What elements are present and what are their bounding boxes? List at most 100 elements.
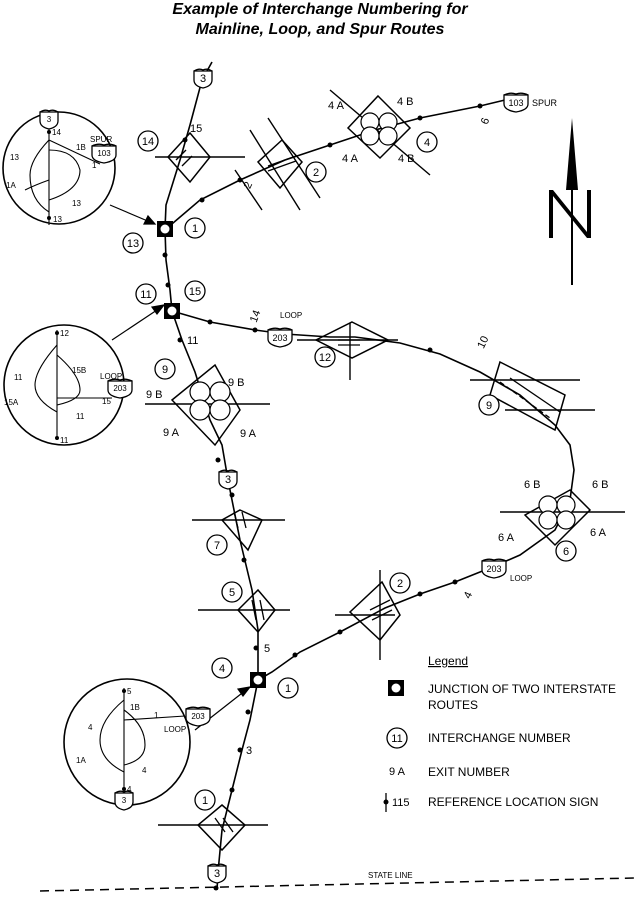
svg-text:13: 13 [10, 153, 19, 162]
inset-top: 3 SPUR 103 14 1B 13 1 1A 13 13 [2, 109, 117, 225]
svg-text:203: 203 [113, 384, 127, 393]
interchange-11-junction: 11 [140, 289, 151, 301]
loop-label-top: LOOP [280, 311, 302, 320]
loop-label-bottom: LOOP [510, 574, 532, 583]
interchange-14: 14 [142, 136, 154, 148]
svg-text:5: 5 [127, 687, 132, 696]
exit-4b-top: 4 B [397, 96, 414, 108]
spur-label: SPUR [532, 98, 558, 108]
mile-11: 11 [187, 335, 198, 347]
exit-4b-bottom: 4 B [398, 153, 415, 165]
shield-route-3-north: 3 [193, 68, 213, 89]
state-line-label: STATE LINE [368, 871, 413, 880]
interchange-number-labels: 14 2 4 1 13 11 15 12 9 9 7 5 2 6 4 1 1 [127, 136, 569, 807]
mile-15: 15 [190, 123, 202, 135]
svg-text:3: 3 [200, 73, 206, 85]
interchange-9-loop: 9 [486, 400, 492, 412]
svg-text:1: 1 [154, 711, 159, 720]
svg-text:203: 203 [486, 564, 501, 574]
exit-4a-bottom: 4 A [342, 153, 359, 165]
interchange-shapes [166, 94, 592, 852]
interchange-7: 7 [214, 540, 220, 552]
svg-text:LOOP: LOOP [100, 372, 122, 381]
interchange-2-loop: 2 [397, 578, 403, 590]
svg-text:115: 115 [392, 797, 410, 809]
mile-14: 14 [248, 309, 263, 325]
interchange-4-spur: 4 [424, 137, 430, 149]
svg-text:11: 11 [76, 412, 85, 421]
interchange-4-south: 4 [219, 663, 225, 675]
inset-middle: 203 LOOP 12 15B 11 15 15A 11 11 [3, 324, 133, 446]
reference-location-dots [162, 103, 483, 891]
legend: Legend JUNCTION OF TWO INTERSTATE ROUTES… [383, 654, 616, 812]
svg-text:15B: 15B [72, 366, 86, 375]
interchange-13: 13 [127, 238, 139, 250]
shield-route-3-south: 3 [207, 863, 227, 884]
legend-junction-text-2: ROUTES [428, 698, 478, 712]
svg-text:LOOP: LOOP [164, 725, 186, 734]
inset-pointers [109, 204, 252, 731]
north-arrow [549, 118, 591, 285]
exit-6b-left: 6 B [524, 479, 541, 491]
svg-text:15A: 15A [4, 398, 19, 407]
interchange-5: 5 [229, 587, 235, 599]
svg-text:13: 13 [72, 199, 81, 208]
svg-text:13: 13 [53, 215, 62, 224]
interchange-9-main: 9 [162, 364, 168, 376]
title-line-1: Example of Interchange Numbering for [172, 1, 468, 18]
exit-6b-right: 6 B [592, 479, 609, 491]
svg-text:1B: 1B [130, 703, 140, 712]
mile-5: 5 [264, 643, 270, 655]
svg-text:11: 11 [391, 733, 402, 745]
exit-9b-left: 9 B [146, 389, 163, 401]
mile-2: 2 [242, 180, 255, 191]
legend-interchange-text: INTERCHANGE NUMBER [428, 731, 571, 745]
mile-10: 10 [475, 334, 491, 350]
mile-6: 6 [479, 116, 492, 126]
svg-text:1B: 1B [76, 143, 86, 152]
interchange-12: 12 [319, 352, 331, 364]
title-line-2: Mainline, Loop, and Spur Routes [195, 21, 445, 38]
state-line [39, 877, 636, 892]
svg-text:4: 4 [127, 785, 132, 794]
svg-text:3: 3 [122, 796, 127, 805]
spur-route-103 [165, 99, 506, 230]
shield-route-103: 103 [503, 92, 529, 113]
svg-text:12: 12 [60, 329, 69, 338]
shield-route-3-mid: 3 [218, 469, 238, 490]
svg-text:11: 11 [60, 436, 69, 445]
interchange-number-circles [122, 130, 577, 811]
legend-ref-text: REFERENCE LOCATION SIGN [428, 795, 598, 809]
mile-4: 4 [462, 590, 475, 601]
svg-text:SPUR: SPUR [90, 135, 112, 144]
exit-9a-left: 9 A [163, 427, 180, 439]
junction-markers [157, 221, 266, 688]
interchange-1-south-junction: 1 [285, 683, 291, 695]
legend-junction-text: JUNCTION OF TWO INTERSTATE [428, 682, 616, 696]
interchange-15: 15 [189, 286, 201, 298]
legend-exit-symbol: 9 A [389, 766, 406, 778]
svg-text:3: 3 [47, 115, 52, 124]
legend-exit-text: EXIT NUMBER [428, 765, 510, 779]
interchange-2-spur: 2 [313, 167, 319, 179]
svg-text:103: 103 [97, 149, 111, 158]
svg-text:103: 103 [508, 98, 523, 108]
shield-route-203-loop-bottom: 203 [481, 558, 507, 579]
exit-9b-right: 9 B [228, 377, 245, 389]
svg-text:1A: 1A [6, 181, 16, 190]
exit-9a-right: 9 A [240, 428, 257, 440]
svg-text:4: 4 [88, 723, 93, 732]
mile-marker-labels: 15 2 6 14 11 10 5 3 4 [187, 116, 492, 757]
svg-text:203: 203 [272, 333, 287, 343]
svg-text:15: 15 [102, 397, 111, 406]
cloverleaf-shapes [189, 112, 576, 530]
mile-3: 3 [246, 745, 252, 757]
legend-heading: Legend [428, 654, 468, 668]
svg-text:14: 14 [52, 128, 61, 137]
svg-text:1A: 1A [76, 756, 86, 765]
bridge-marks [175, 149, 561, 833]
svg-text:11: 11 [14, 373, 23, 382]
shield-route-203-loop-top: 203 [267, 327, 293, 348]
inset-bottom: 203 LOOP 3 5 1B 4 1 1A 4 4 [63, 678, 211, 811]
